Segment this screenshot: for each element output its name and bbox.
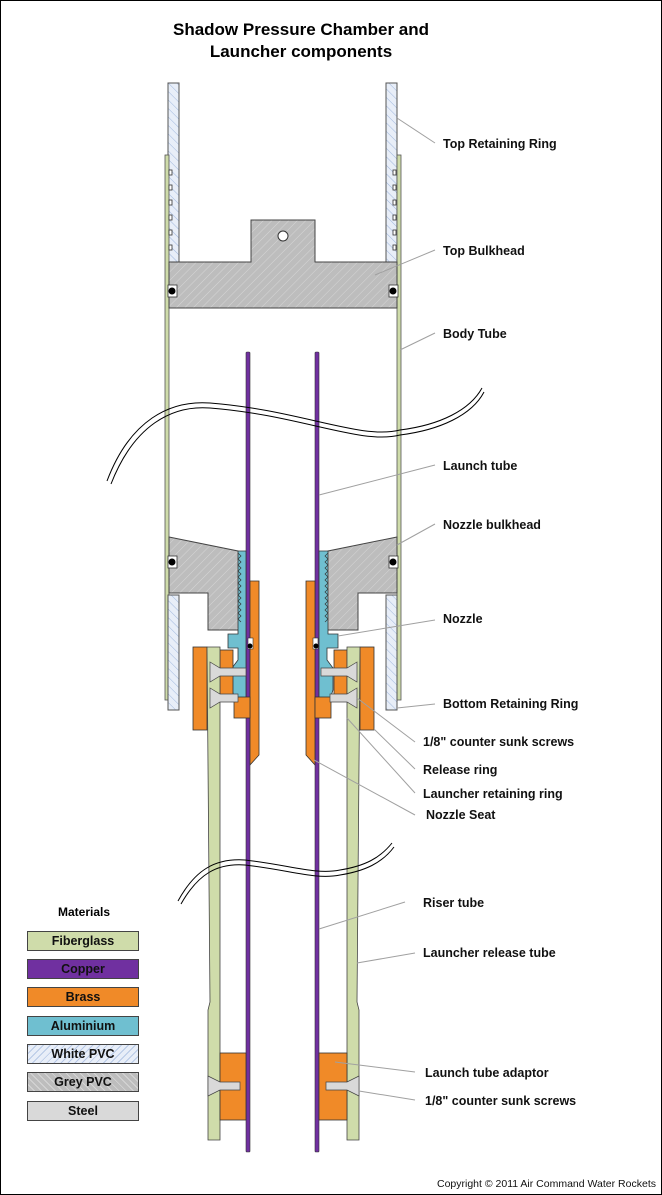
o-ring-left	[168, 287, 176, 295]
launcher-release-tube-right	[346, 646, 361, 1141]
launch-tube-right	[314, 351, 320, 1153]
adaptor-screw-left	[207, 1075, 241, 1097]
diagram-title-line1: Shadow Pressure Chamber and	[172, 20, 430, 39]
adaptor-screw-right	[325, 1075, 360, 1097]
legend-grey-pvc: Grey PVC	[27, 1072, 139, 1092]
o-ring-right	[389, 287, 397, 295]
diagram-title-line2: Launcher components	[209, 42, 393, 61]
screw-lower-right	[329, 687, 358, 709]
legend-copper: Copper	[27, 959, 139, 979]
label-counter-sunk-screws-1: 1/8" counter sunk screws	[423, 735, 575, 749]
label-launch-tube-adaptor: Launch tube adaptor	[425, 1066, 549, 1080]
thread-left	[237, 552, 242, 623]
label-bottom-retaining-ring: Bottom Retaining Ring	[443, 697, 579, 711]
label-riser-tube: Riser tube	[423, 896, 485, 910]
seat-oring-right	[313, 643, 319, 649]
nozzle-bulkhead-oring-left	[168, 558, 176, 566]
legend-title: Materials	[57, 905, 111, 919]
body-tube-left	[164, 154, 170, 701]
nozzle-seat-right	[305, 580, 316, 767]
label-nozzle-seat: Nozzle Seat	[426, 808, 496, 822]
nozzle-seat-flange-right	[314, 696, 332, 719]
nozzle-left	[227, 550, 247, 706]
top-screw-notches	[168, 169, 397, 251]
launcher-release-tube-left	[206, 646, 221, 1141]
seat-oring-groove-right	[312, 637, 319, 650]
label-counter-sunk-screws-2: 1/8" counter sunk screws	[425, 1094, 577, 1108]
break-line-bottom	[177, 842, 395, 905]
bottom-retaining-ring-left	[167, 594, 180, 711]
release-ring-left	[192, 646, 208, 731]
legend-fiberglass: Fiberglass	[27, 931, 139, 951]
nozzle-bulkhead-oring-right	[389, 558, 397, 566]
screw-upper-left	[209, 661, 247, 683]
nozzle-right	[318, 550, 339, 706]
legend-brass: Brass	[27, 987, 139, 1007]
thread-right	[324, 552, 329, 623]
copyright: Copyright © 2011 Air Command Water Rocke…	[437, 1178, 656, 1190]
label-launch-tube: Launch tube	[443, 459, 518, 473]
label-top-bulkhead: Top Bulkhead	[443, 244, 525, 258]
label-release-ring: Release ring	[423, 763, 498, 777]
leader-lines	[313, 117, 436, 1101]
screw-upper-right	[320, 661, 358, 683]
label-launcher-retaining-ring: Launcher retaining ring	[423, 787, 563, 801]
top-bulkhead	[168, 219, 398, 309]
legend-steel: Steel	[27, 1101, 139, 1121]
label-body-tube: Body Tube	[443, 327, 507, 341]
nozzle-seat-left	[249, 580, 260, 767]
screw-lower-left	[209, 687, 239, 709]
break-line-top	[106, 387, 485, 485]
label-nozzle: Nozzle	[443, 612, 483, 626]
legend-white-pvc: White PVC	[27, 1044, 139, 1064]
body-tube-right	[396, 154, 402, 701]
label-launcher-release-tube: Launcher release tube	[423, 946, 556, 960]
legend-aluminium: Aluminium	[27, 1016, 139, 1036]
release-ring-right	[359, 646, 375, 731]
bulkhead-hole	[277, 230, 289, 242]
nozzle-bulkhead-left	[168, 536, 243, 631]
seat-oring-groove-left	[247, 637, 254, 650]
launch-tube-left	[245, 351, 251, 1153]
label-nozzle-bulkhead: Nozzle bulkhead	[443, 518, 541, 532]
bottom-retaining-ring-right	[385, 594, 398, 711]
label-top-retaining-ring: Top Retaining Ring	[443, 137, 557, 151]
seat-oring-left	[247, 643, 253, 649]
